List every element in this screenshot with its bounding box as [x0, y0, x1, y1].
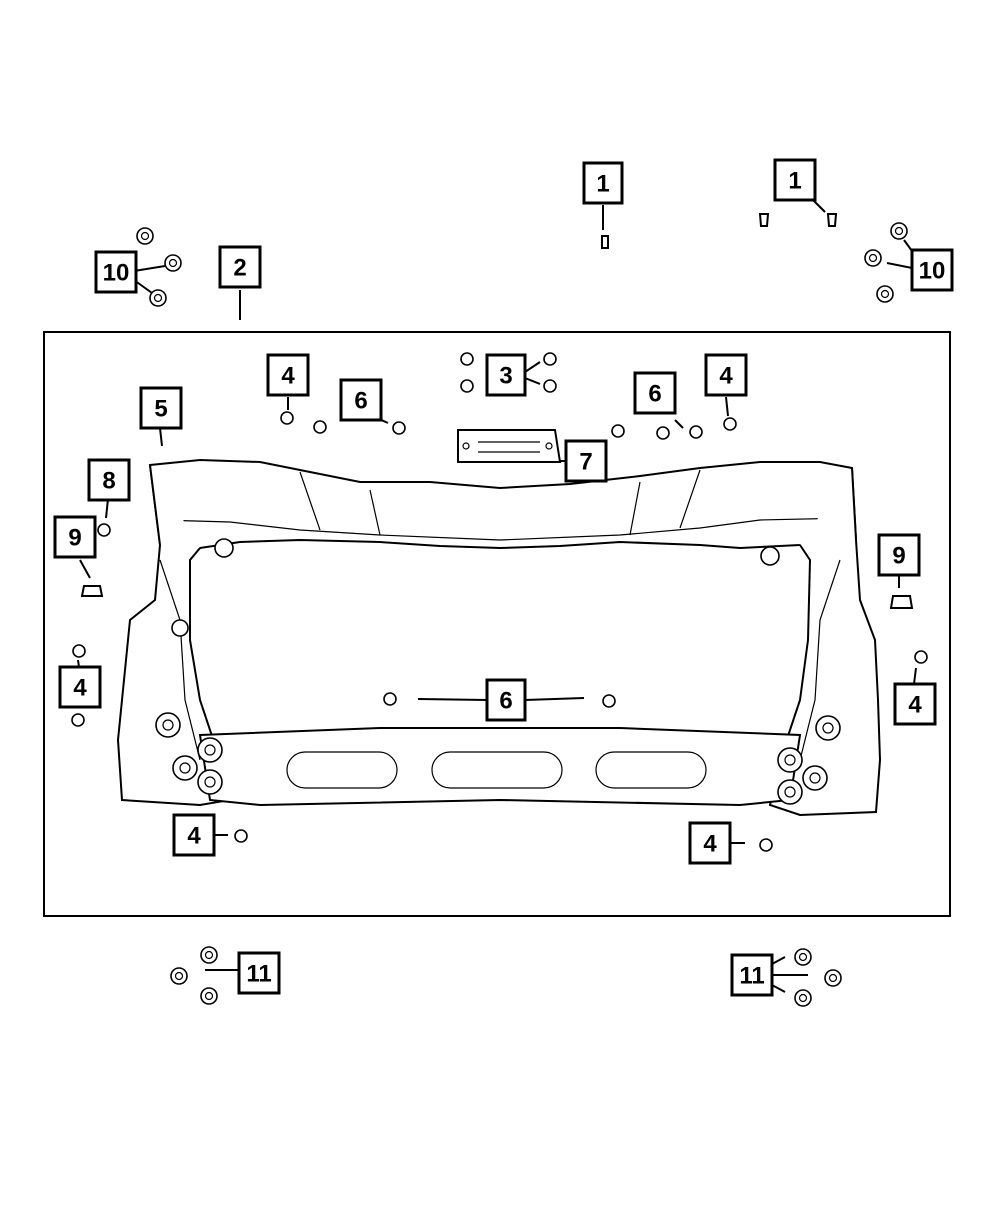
- callout-3: 3: [485, 353, 527, 397]
- callout-1a: 1: [582, 161, 624, 205]
- callout-3-label: 3: [499, 363, 512, 390]
- callout-9b-label: 9: [892, 543, 905, 570]
- callout-6a-label: 6: [354, 388, 367, 415]
- callout-10b: 10: [910, 248, 954, 292]
- screws: [601, 213, 838, 249]
- callout-6b-label: 6: [648, 381, 661, 408]
- callout-6c-label: 6: [499, 688, 512, 715]
- leader-lines: [77, 199, 917, 993]
- callout-8-label: 8: [102, 468, 115, 495]
- callout-4c: 4: [58, 665, 102, 709]
- callout-4a-label: 4: [281, 363, 295, 390]
- callout-4d-label: 4: [908, 692, 922, 719]
- callout-2: 2: [218, 245, 262, 289]
- clip-left: [80, 585, 104, 597]
- callout-1b-label: 1: [788, 168, 801, 195]
- callout-4b-label: 4: [719, 363, 733, 390]
- callout-1b: 1: [773, 158, 817, 202]
- callout-10a-label: 10: [103, 260, 130, 287]
- callout-9b: 9: [877, 533, 921, 577]
- callout-1a-label: 1: [596, 171, 609, 198]
- callout-4f-label: 4: [703, 831, 717, 858]
- fasteners-small: [71, 352, 928, 852]
- callout-5-label: 5: [154, 396, 167, 423]
- callout-7: 7: [564, 439, 608, 483]
- callout-11a-label: 11: [246, 961, 271, 988]
- callout-6c: 6: [485, 678, 527, 722]
- callout-4e: 4: [172, 813, 216, 857]
- reinforcement-bracket: [457, 429, 562, 463]
- callout-4a: 4: [266, 353, 310, 397]
- clip-right: [889, 595, 914, 609]
- callout-4c-label: 4: [73, 675, 87, 702]
- callout-2-label: 2: [233, 255, 246, 282]
- callout-5: 5: [139, 386, 183, 430]
- callout-4d: 4: [893, 682, 937, 726]
- callout-9a-label: 9: [68, 525, 81, 552]
- nuts-11: [170, 946, 842, 1007]
- callout-11a: 11: [237, 951, 281, 995]
- radiator-support-assembly: [116, 458, 882, 817]
- assembly-frame: [43, 331, 951, 917]
- callout-11b: 11: [730, 953, 774, 997]
- callout-4b: 4: [704, 353, 748, 397]
- callout-4e-label: 4: [187, 823, 201, 850]
- callout-4f: 4: [688, 821, 732, 865]
- callout-10a: 10: [94, 250, 138, 294]
- nuts-10: [136, 222, 908, 307]
- callout-10b-label: 10: [919, 258, 946, 285]
- callout-11b-label: 11: [739, 963, 764, 990]
- callout-8: 8: [87, 458, 131, 502]
- callout-9a: 9: [53, 515, 97, 559]
- callout-6a: 6: [339, 378, 383, 422]
- callout-7-label: 7: [579, 449, 592, 476]
- callout-6b: 6: [633, 371, 677, 415]
